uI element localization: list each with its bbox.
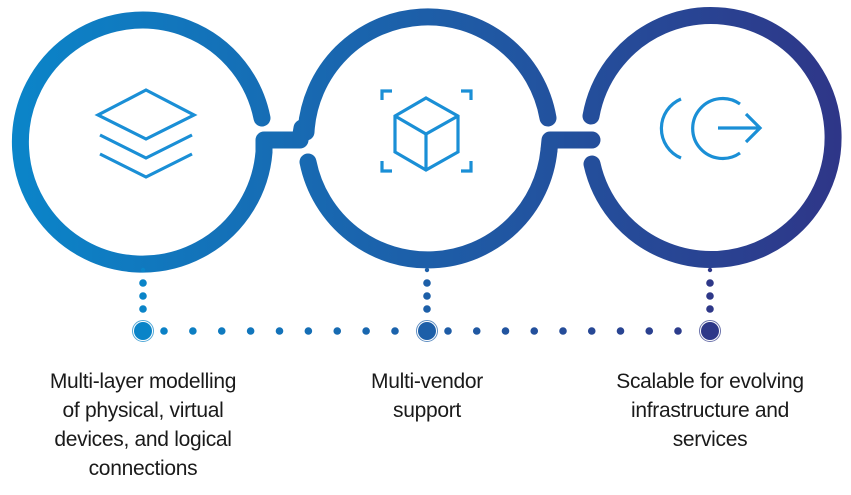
timeline-node-2 (418, 322, 436, 340)
horizontal-dot (616, 327, 625, 335)
step-ring-3 (582, 7, 842, 268)
vertical-dot (423, 305, 431, 313)
step-ring-1 (11, 11, 273, 273)
connector-1-2 (255, 119, 311, 159)
ring-tick-dot (707, 267, 713, 273)
dotted-timeline (132, 267, 721, 342)
horizontal-dot (362, 327, 370, 335)
vertical-dot (706, 305, 714, 313)
step-label-3-line: infrastructure and (630, 399, 790, 422)
horizontal-dot (501, 327, 510, 335)
step-ring-2-top (297, 8, 557, 141)
step-label-1: Multi-layer modelling of physical, virtu… (13, 367, 273, 483)
horizontal-dot (444, 327, 452, 335)
vertical-dot (423, 279, 431, 287)
cube-scan-icon (380, 89, 473, 173)
step-label-1-line: devices, and logical (54, 428, 232, 451)
horizontal-dot (472, 327, 481, 335)
ring-tick-dot (424, 267, 430, 273)
horizontal-dot (217, 327, 226, 335)
horizontal-dot (391, 327, 399, 335)
horizontal-dot (275, 327, 284, 335)
step-label-3-line: services (672, 428, 748, 451)
node-halo (132, 320, 154, 342)
node-halo (416, 320, 438, 342)
step-label-2-line: support (393, 399, 461, 422)
horizontal-dot (587, 327, 596, 335)
horizontal-dot (645, 327, 654, 335)
vertical-dot (139, 279, 147, 287)
scale-out-icon (659, 96, 763, 161)
connector-2-3 (540, 131, 601, 159)
step-label-1-line: of physical, virtual (62, 399, 224, 422)
step-ring-2-bottom (299, 141, 558, 269)
step-label-3-line: Scalable for evolving (616, 370, 804, 393)
node-halo (699, 320, 721, 342)
timeline-node-1 (134, 322, 152, 340)
step-label-3: Scalable for evolving infrastructure and… (580, 367, 840, 454)
vertical-dot (423, 292, 431, 300)
horizontal-dot (160, 327, 168, 335)
horizontal-dot (530, 327, 539, 335)
vertical-dot (139, 292, 147, 300)
vertical-dot (706, 279, 714, 287)
horizontal-dot (246, 327, 255, 335)
vertical-dot (139, 305, 147, 313)
step-label-2: Multi-vendor support (297, 367, 557, 425)
timeline-node-3 (701, 322, 719, 340)
horizontal-dot (304, 327, 313, 335)
horizontal-dot (559, 327, 567, 335)
layers-icon (94, 88, 198, 179)
ring-tick-dot (140, 267, 146, 273)
horizontal-dot (333, 327, 342, 335)
horizontal-dot (189, 327, 197, 335)
vertical-dot (706, 292, 714, 300)
step-label-1-line: Multi-layer modelling (49, 370, 237, 393)
step-label-1-line: connections (88, 457, 198, 480)
horizontal-dot (674, 327, 682, 335)
step-label-2-line: Multi-vendor (371, 370, 483, 393)
